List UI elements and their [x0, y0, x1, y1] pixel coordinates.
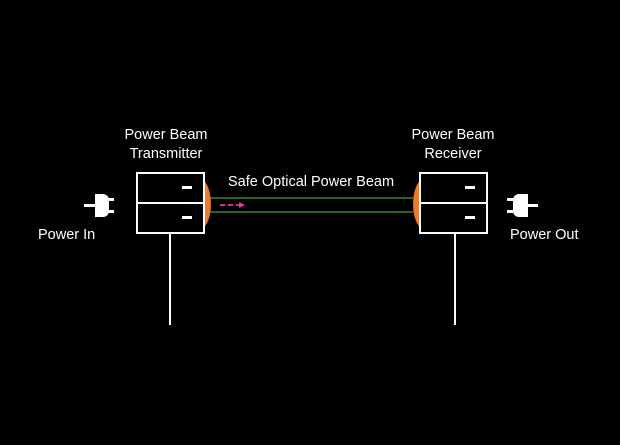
optical-beam [209, 197, 413, 213]
power-out-label: Power Out [510, 227, 579, 243]
receiver-title-line2: Receiver [424, 146, 482, 162]
power-in-label: Power In [38, 227, 96, 243]
transmitter-box-top [136, 172, 205, 204]
receiver-indicator-bottom [465, 216, 475, 219]
transmitter-indicator-top [182, 186, 192, 189]
receiver-title-line1: Power Beam [411, 127, 495, 143]
receiver-unit [413, 172, 488, 325]
transmitter-title-line1: Power Beam [124, 127, 208, 143]
transmitter-indicator-bottom [182, 216, 192, 219]
transmitter-title-line2: Transmitter [129, 146, 203, 162]
plug-icon [84, 194, 114, 217]
plug-icon [507, 194, 538, 217]
receiver-indicator-top [465, 186, 475, 189]
receiver-box-top [419, 172, 488, 204]
transmitter-box-bottom [136, 202, 205, 234]
receiver-box-bottom [419, 202, 488, 234]
beam-label: Safe Optical Power Beam [228, 174, 395, 190]
transmitter-unit [136, 172, 211, 325]
